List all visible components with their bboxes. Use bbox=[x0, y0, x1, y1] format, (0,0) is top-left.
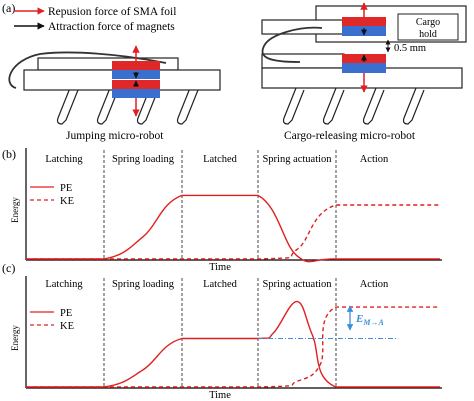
phase-label-latching: Latching bbox=[45, 154, 83, 165]
magnet-red-1 bbox=[112, 61, 160, 70]
energy-annotation-sub: M→A bbox=[362, 318, 384, 327]
jumping-robot-caption: Jumping micro-robot bbox=[66, 130, 164, 142]
cargo-robot-caption: Cargo-releasing micro-robot bbox=[284, 130, 416, 142]
phase-label-latching: Latching bbox=[45, 279, 83, 290]
legend-pe-label: PE bbox=[60, 308, 72, 319]
x-axis-label: Time bbox=[209, 390, 231, 401]
legend-pe-label: PE bbox=[60, 183, 72, 194]
cargo-magnet-blue-bottom bbox=[342, 63, 386, 73]
panel-c: (c) Latching Spring loading Latched Spri… bbox=[2, 261, 442, 401]
energy-annotation: EM→A bbox=[355, 313, 384, 327]
panel-a-label: (a) bbox=[2, 1, 15, 15]
series-pe-line bbox=[25, 300, 440, 388]
jumping-robot-drawing bbox=[8, 45, 221, 125]
legend-red-label: Repusion force of SMA foil bbox=[48, 6, 176, 18]
series-ke-line bbox=[26, 204, 440, 260]
x-axis-label: Time bbox=[209, 262, 231, 273]
phase-label-latched: Latched bbox=[203, 279, 238, 290]
panel-b: (b) Latching Spring loading Latched Spri… bbox=[2, 147, 442, 273]
cargo-robot-drawing: Cargo hold bbox=[261, 2, 467, 125]
plot-c-series bbox=[25, 300, 440, 388]
phase-label-spring-loading: Spring loading bbox=[112, 154, 175, 165]
series-ke-line bbox=[25, 306, 440, 388]
panel-c-label: (c) bbox=[2, 261, 15, 275]
cargo-hold-label-2: hold bbox=[419, 29, 437, 40]
phase-label-action: Action bbox=[360, 154, 389, 165]
gap-label: 0.5 mm bbox=[394, 43, 426, 54]
magnet-blue-2 bbox=[112, 89, 160, 98]
cargo-magnet-red-top bbox=[342, 17, 386, 26]
legend-ke-label: KE bbox=[60, 321, 74, 332]
plot-b-series bbox=[26, 194, 440, 263]
phase-label-spring-actuation: Spring actuation bbox=[262, 154, 332, 165]
cargo-hold-label-1: Cargo bbox=[416, 17, 440, 28]
legend-black-label: Attraction force of magnets bbox=[48, 21, 175, 33]
y-axis-label: Energy bbox=[10, 197, 20, 223]
legend-ke-label: KE bbox=[60, 196, 74, 207]
phase-label-spring-actuation: Spring actuation bbox=[262, 279, 332, 290]
phase-label-spring-loading: Spring loading bbox=[112, 279, 175, 290]
energy-annotation-main: E bbox=[355, 313, 363, 325]
panel-a: (a) Repusion force of SMA foil Attractio… bbox=[2, 1, 467, 142]
panel-b-label: (b) bbox=[2, 147, 16, 161]
cargo-hold-box bbox=[397, 13, 459, 41]
phase-label-action: Action bbox=[360, 279, 389, 290]
y-axis-label: Energy bbox=[10, 325, 20, 351]
phase-label-latched: Latched bbox=[203, 154, 238, 165]
series-pe-line bbox=[26, 194, 440, 263]
